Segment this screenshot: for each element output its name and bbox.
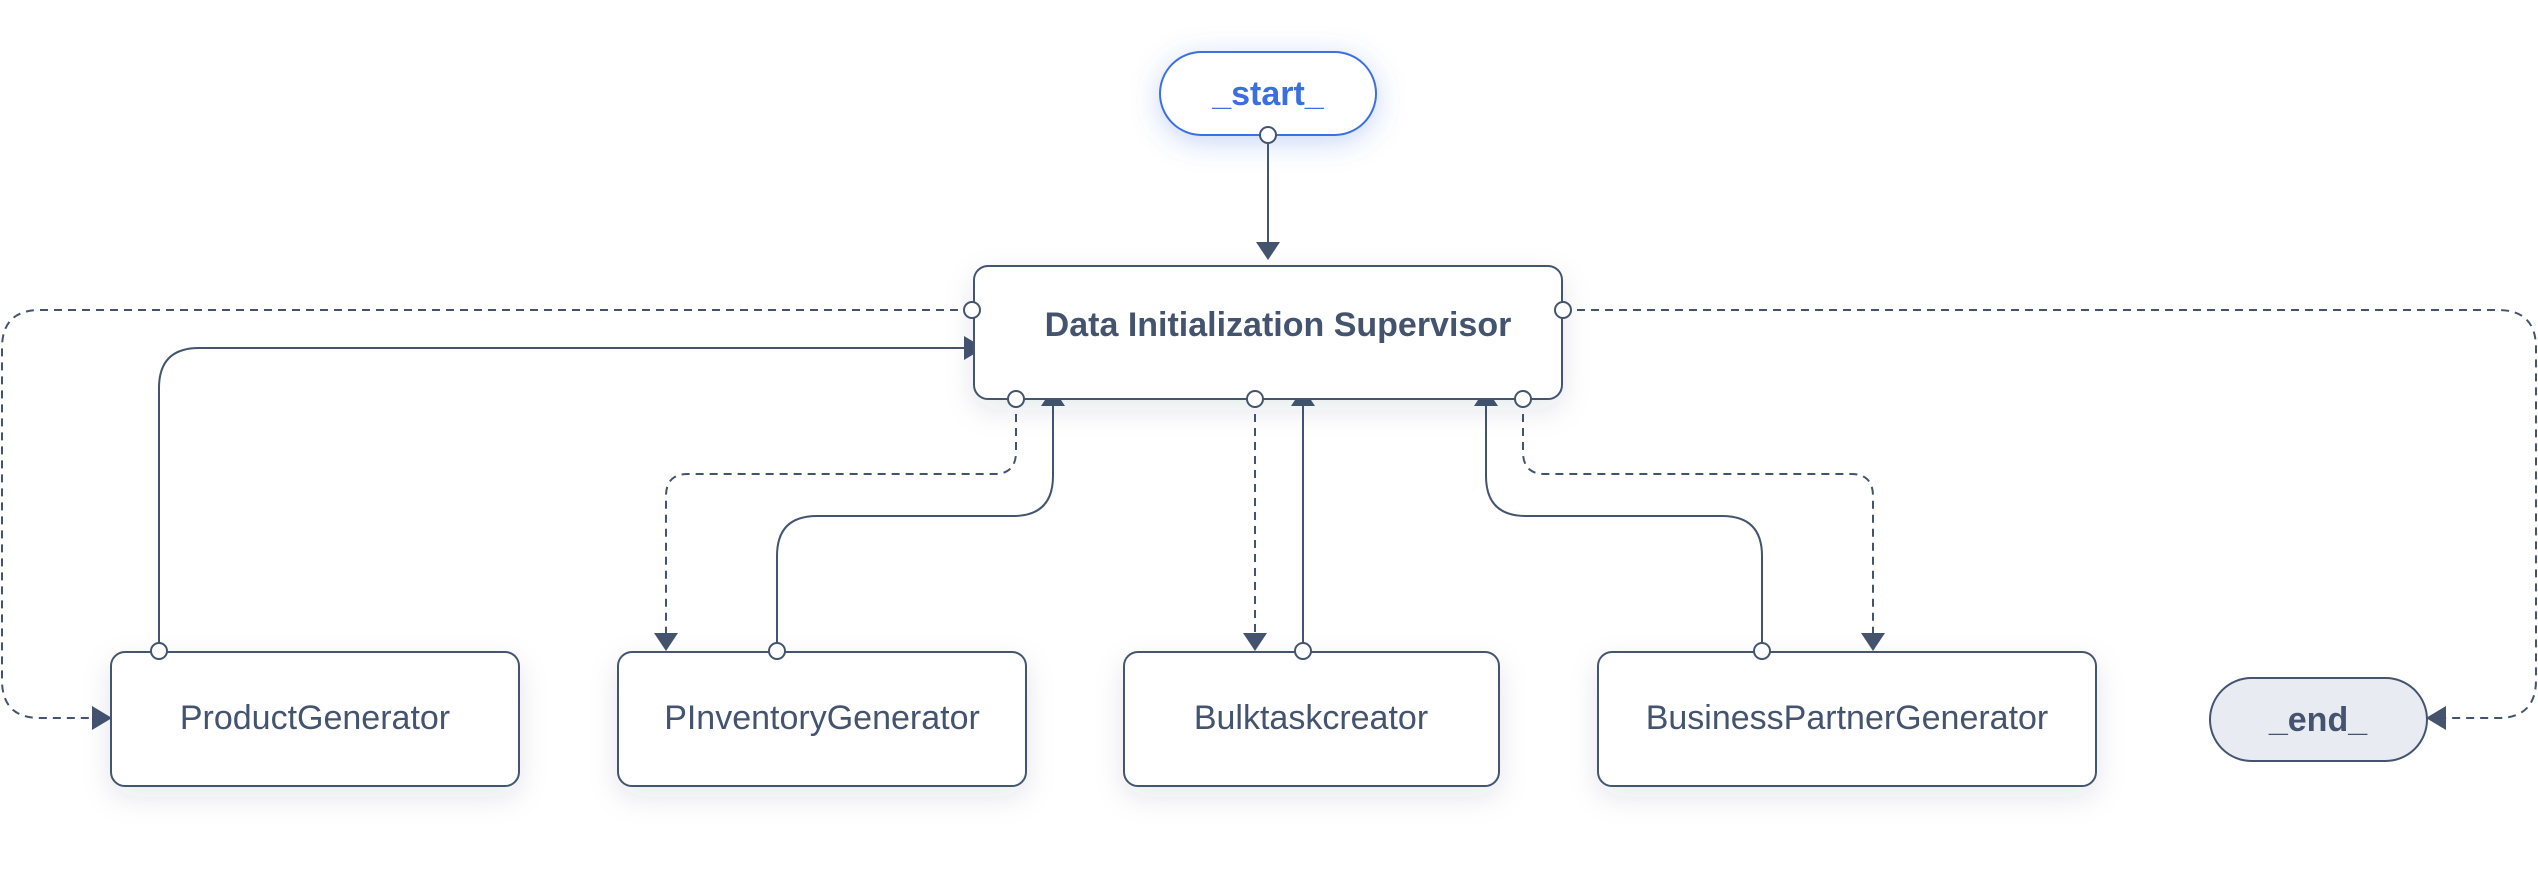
port-bulktaskcreator-top[interactable]	[1294, 642, 1312, 660]
start-node[interactable]: _start_	[1159, 51, 1377, 136]
end-node-label: _end_	[2268, 701, 2368, 739]
arrowhead-supervisor-top	[1256, 242, 1280, 260]
bulktaskcreator-node-label: Bulktaskcreator	[1194, 699, 1428, 737]
bulktaskcreator-node[interactable]: Bulktaskcreator	[1123, 651, 1500, 787]
arrowhead-businesspartnergenerator-top	[1861, 633, 1885, 651]
port-supervisor-bottom-bulktask[interactable]	[1246, 390, 1264, 408]
port-supervisor-left[interactable]	[963, 301, 981, 319]
port-inventorygenerator-top[interactable]	[768, 642, 786, 660]
end-node[interactable]: _end_	[2209, 677, 2428, 762]
supervisor-node[interactable]: Data Initialization Supervisor	[973, 265, 1563, 400]
arrowhead-inventorygenerator-top	[654, 633, 678, 651]
edge-supervisor-to-end	[1563, 309, 2537, 719]
edge-productgenerator-to-supervisor	[158, 347, 966, 651]
edge-supervisor-to-inventorygenerator	[665, 400, 1017, 634]
edge-supervisor-to-businesspartnergenerator	[1522, 400, 1874, 634]
arrowhead-bulktaskcreator-top	[1243, 633, 1267, 651]
port-supervisor-right[interactable]	[1554, 301, 1572, 319]
arrowhead-end-right	[2426, 706, 2446, 730]
port-start-bottom[interactable]	[1259, 126, 1277, 144]
port-supervisor-bottom-partner[interactable]	[1514, 390, 1532, 408]
businesspartnergenerator-node-label: BusinessPartnerGenerator	[1646, 699, 2049, 737]
productgenerator-node[interactable]: ProductGenerator	[110, 651, 520, 787]
edge-businesspartnergenerator-to-supervisor	[1485, 404, 1763, 651]
businesspartnergenerator-node[interactable]: BusinessPartnerGenerator	[1597, 651, 2097, 787]
port-businesspartnergenerator-top[interactable]	[1753, 642, 1771, 660]
arrowhead-productgenerator-left	[92, 706, 112, 730]
productgenerator-node-label: ProductGenerator	[180, 699, 450, 737]
port-supervisor-bottom-inventory[interactable]	[1007, 390, 1025, 408]
supervisor-node-label: Data Initialization Supervisor	[1045, 306, 1512, 344]
inventorygenerator-node-label: PInventoryGenerator	[664, 699, 980, 737]
edge-inventorygenerator-to-supervisor	[776, 404, 1054, 651]
inventorygenerator-node[interactable]: PInventoryGenerator	[617, 651, 1027, 787]
start-node-label: _start_	[1211, 75, 1325, 113]
port-productgenerator-top[interactable]	[150, 642, 168, 660]
